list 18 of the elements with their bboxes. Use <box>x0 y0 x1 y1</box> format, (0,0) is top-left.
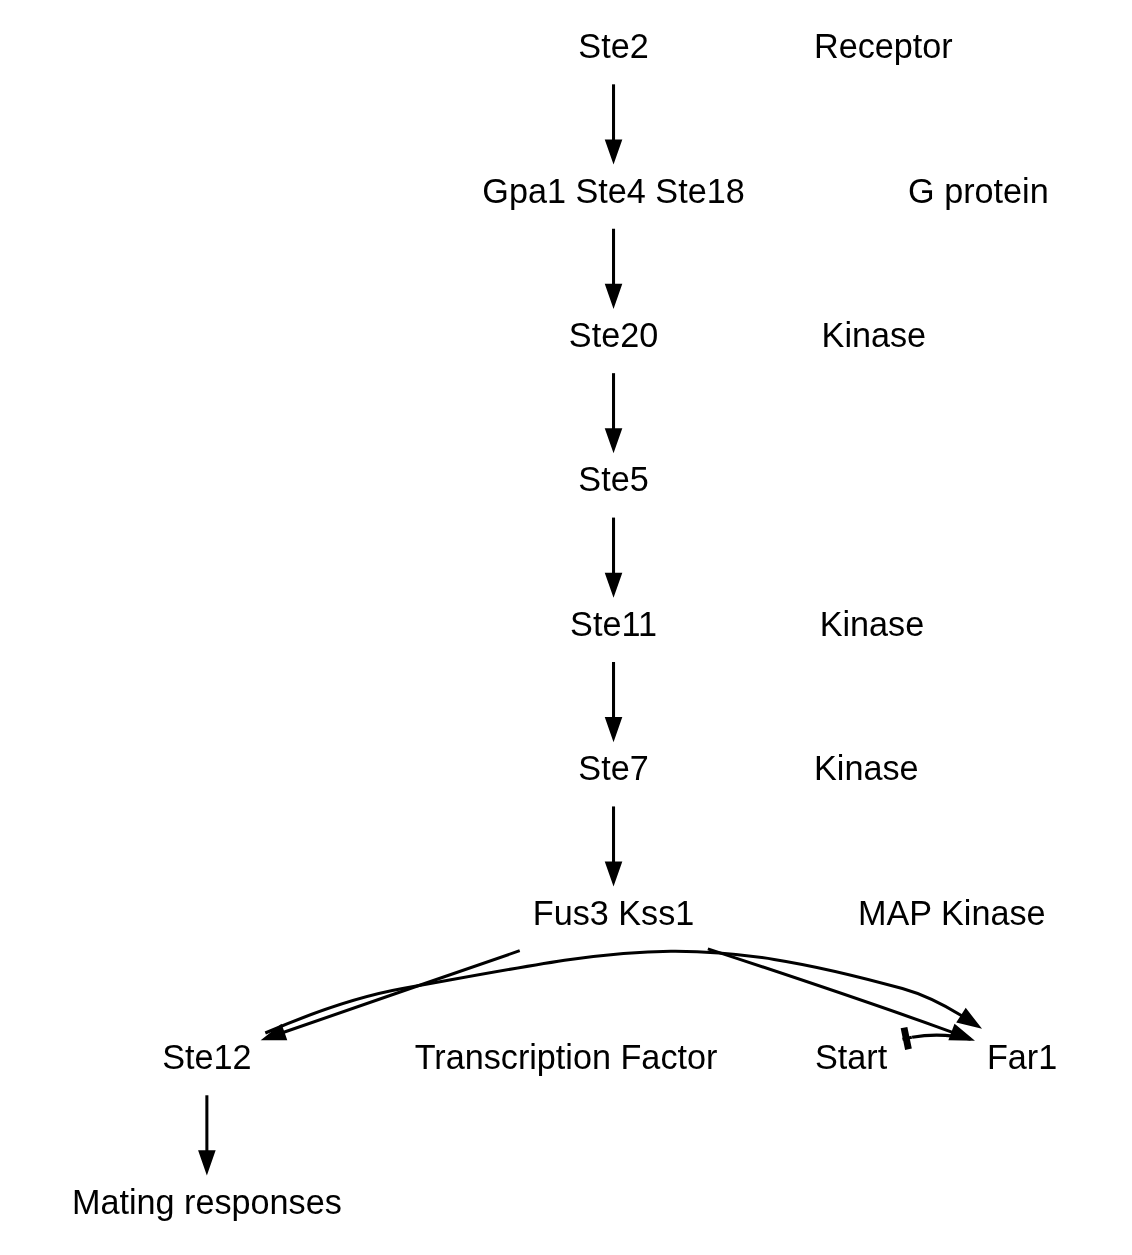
node-text: Ste7 <box>577 749 649 788</box>
label: Kinase <box>819 604 924 643</box>
label: Receptor <box>813 27 953 66</box>
node-text: Ste5 <box>577 460 649 499</box>
node-text: Start <box>814 1038 887 1077</box>
node-text: Gpa1 Ste4 Ste18 <box>481 171 745 210</box>
node-text: Ste11 <box>569 604 657 643</box>
node-text: Ste2 <box>577 27 649 66</box>
node-text: Fus3 Kss1 <box>532 893 694 932</box>
label: G protein <box>907 171 1049 210</box>
label: MAP Kinase <box>857 893 1046 932</box>
node-text: Far1 <box>986 1038 1057 1077</box>
node-text: Mating responses <box>71 1182 342 1221</box>
node-text: Ste20 <box>568 316 658 355</box>
node-text: Ste12 <box>161 1038 252 1077</box>
label: Kinase <box>821 316 926 355</box>
label: Transcription Factor <box>414 1038 717 1077</box>
label: Kinase <box>813 749 919 788</box>
